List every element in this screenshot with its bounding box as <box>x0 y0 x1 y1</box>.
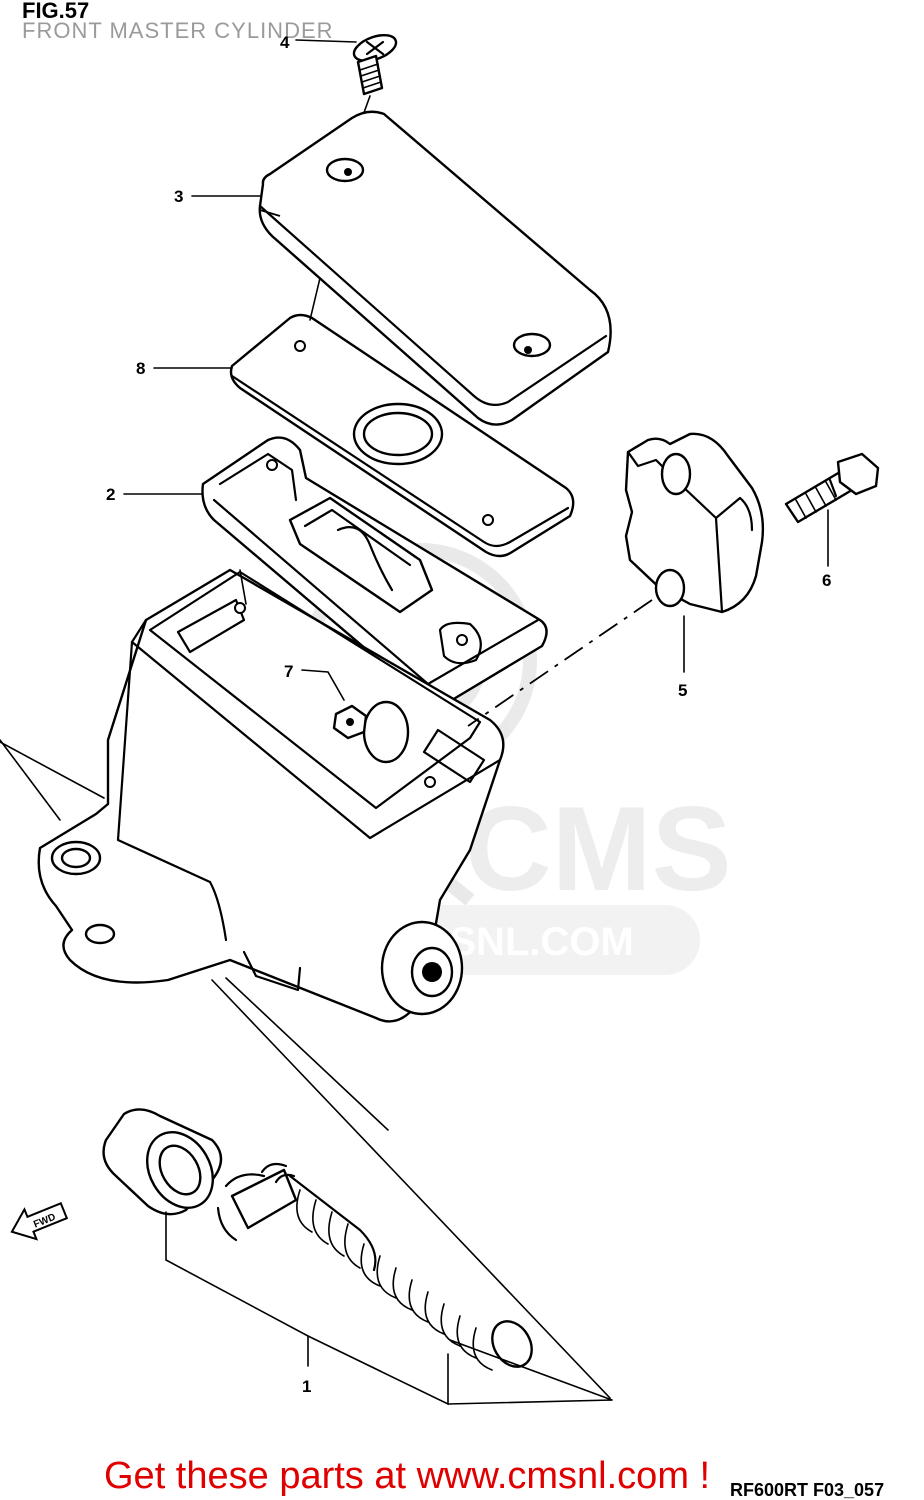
callout-4: 4 <box>280 33 290 52</box>
part-1-master-cylinder-body <box>37 568 505 1023</box>
part-6-bolt <box>784 452 880 524</box>
figure-number: FIG.57 <box>22 0 89 23</box>
part-2-diaphragm <box>201 436 548 706</box>
part-1-piston-kit <box>102 1108 533 1371</box>
callout-6: 6 <box>822 571 831 590</box>
callout-7: 7 <box>284 662 293 681</box>
part-5-clamp <box>624 432 765 614</box>
part-4-screw <box>351 34 398 151</box>
cta-parts-link[interactable]: Get these parts at www.cmsnl.com ! <box>104 1455 710 1497</box>
part-7-fitting <box>332 704 368 740</box>
part-3-reservoir-cap <box>258 110 612 426</box>
callout-8: 8 <box>136 359 145 378</box>
watermark-logo-text: CMS <box>465 782 732 916</box>
callout-5: 5 <box>678 681 687 700</box>
figure-title: FRONT MASTER CYLINDER <box>22 18 334 43</box>
callout-2: 2 <box>106 485 115 504</box>
callout-1: 1 <box>302 1377 311 1396</box>
part-8-cap-plate <box>229 313 575 558</box>
leader-lines <box>0 39 829 1406</box>
fwd-arrow-icon: FWD <box>10 1202 69 1241</box>
callout-3: 3 <box>174 187 183 206</box>
drawing-code: RF600RT F03_057 <box>730 1480 884 1500</box>
